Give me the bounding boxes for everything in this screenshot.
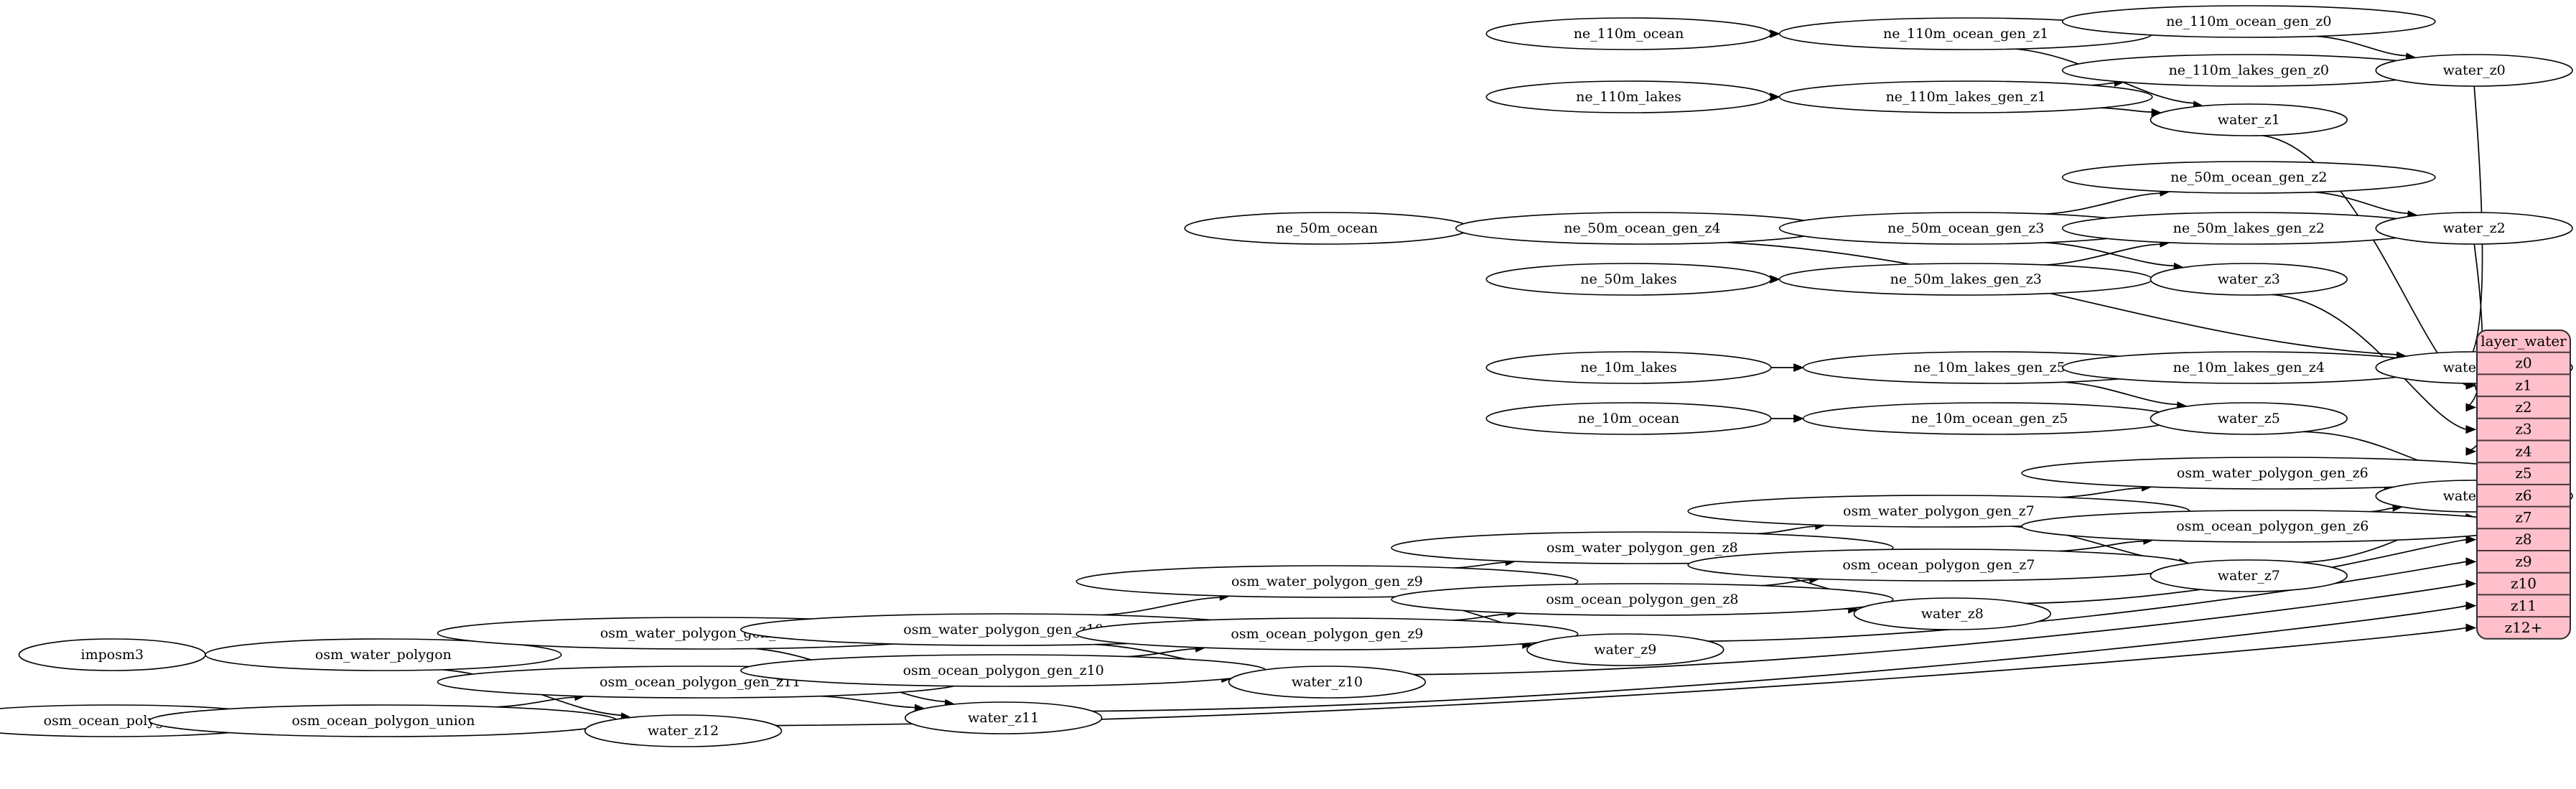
- table-row-z2[interactable]: z2: [2515, 398, 2531, 416]
- node-water_z7[interactable]: [2150, 559, 2348, 592]
- node-water_z5[interactable]: [2150, 402, 2348, 435]
- table-row-z7[interactable]: z7: [2515, 508, 2531, 526]
- edge-arrowhead: [2465, 425, 2477, 434]
- node-imposm3[interactable]: [18, 638, 206, 671]
- table-row-z6[interactable]: z6: [2515, 487, 2531, 504]
- node-osm_ocean_polygon_gen_z10[interactable]: [740, 654, 1267, 687]
- table-row-z10[interactable]: z10: [2511, 575, 2537, 592]
- graph-edge: [2369, 507, 2394, 513]
- table-row-z8[interactable]: z8: [2515, 531, 2531, 548]
- node-water_z11[interactable]: [905, 701, 1103, 734]
- node-osm_water_polygon[interactable]: [205, 638, 562, 671]
- node-ne_50m_ocean_gen_z2[interactable]: [2061, 161, 2436, 194]
- node-ne_10m_lakes[interactable]: [1485, 351, 1772, 384]
- graph-edge-to-table: [1707, 561, 2467, 642]
- graph-edge: [2058, 540, 2144, 552]
- node-water_z0[interactable]: [2375, 54, 2573, 87]
- node-osm_ocean_polygon_union[interactable]: [149, 704, 618, 737]
- graph-edge: [2100, 107, 2152, 113]
- graph-edge: [496, 696, 575, 708]
- graph-edge: [1761, 579, 1811, 587]
- edge-arrowhead: [2465, 579, 2477, 588]
- edge-arrowhead: [2465, 535, 2477, 544]
- edge-arrowhead: [2465, 557, 2477, 566]
- node-water_z12[interactable]: [584, 714, 783, 747]
- graph-edge: [1454, 561, 1506, 569]
- graph-edge: [2063, 381, 2178, 406]
- graph-edge: [2316, 35, 2407, 57]
- node-ne_50m_ocean_gen_z4[interactable]: [1455, 212, 1829, 245]
- graph-edge: [2060, 487, 2142, 498]
- node-water_z1[interactable]: [2150, 103, 2348, 136]
- graph-edge-to-table: [1092, 604, 2467, 712]
- node-osm_ocean_polygon_gen_z9[interactable]: [1075, 617, 1579, 650]
- node-water_z8[interactable]: [1853, 597, 2051, 630]
- node-osm_ocean_polygon_gen_z6[interactable]: [2021, 510, 2524, 543]
- edge-arrowhead: [1793, 414, 1804, 423]
- node-water_z9[interactable]: [1526, 633, 1725, 666]
- table-row-z9[interactable]: z9: [2515, 553, 2531, 570]
- edge-arrowhead: [2465, 403, 2477, 412]
- graph-edge: [1726, 241, 2397, 355]
- edge-arrowhead: [2465, 623, 2477, 632]
- graph-edge-to-table: [2465, 243, 2483, 408]
- node-ne_50m_lakes_gen_z3[interactable]: [1778, 263, 2153, 296]
- graph-edge: [2045, 192, 2160, 215]
- table-row-z4[interactable]: z4: [2515, 442, 2531, 459]
- node-ne_10m_ocean_gen_z5[interactable]: [1802, 402, 2177, 435]
- table-row-z12plus[interactable]: z12+: [2505, 619, 2543, 636]
- node-water_z3[interactable]: [2150, 263, 2348, 296]
- node-water_z10[interactable]: [1228, 666, 1427, 699]
- node-osm_ocean_polygon_gen_z8[interactable]: [1391, 583, 1894, 616]
- graph-edge: [1101, 597, 1221, 616]
- graph-edge: [1452, 613, 1508, 621]
- node-ne_50m_ocean[interactable]: [1184, 212, 1470, 245]
- layer-water-table-title: layer_water: [2481, 332, 2567, 350]
- graph-edge-to-table: [1414, 583, 2467, 676]
- node-osm_ocean_polygon_gen_z7[interactable]: [1687, 548, 2190, 582]
- node-ne_110m_lakes_gen_z1[interactable]: [1778, 80, 2153, 113]
- node-water_z2[interactable]: [2375, 212, 2573, 245]
- table-row-z3[interactable]: z3: [2515, 421, 2531, 438]
- edge-arrowhead: [2465, 447, 2477, 456]
- table-row-z1[interactable]: z1: [2515, 376, 2531, 393]
- graph-edge-to-table: [775, 627, 2467, 727]
- graph-edge: [1126, 648, 1196, 658]
- graph-edge: [2314, 191, 2408, 215]
- node-ne_110m_ocean_gen_z0[interactable]: [2061, 5, 2436, 38]
- node-ne_50m_lakes[interactable]: [1485, 263, 1772, 296]
- edge-arrowhead: [1793, 363, 1804, 372]
- node-ne_10m_ocean[interactable]: [1485, 402, 1772, 435]
- graph-edge: [1756, 526, 1816, 535]
- table-edges-layer: [775, 85, 2511, 727]
- graph-edge: [2045, 242, 2175, 267]
- graph-edge: [2045, 243, 2160, 266]
- node-ne_110m_lakes[interactable]: [1485, 80, 1772, 113]
- edge-arrowhead: [2465, 601, 2477, 610]
- graph-edge: [2091, 82, 2115, 86]
- table-row-z5[interactable]: z5: [2515, 464, 2531, 482]
- table-row-z0[interactable]: z0: [2515, 355, 2531, 372]
- graph-edge: [818, 695, 915, 709]
- layer-water-table[interactable]: layer_water z0 z1 z2 z3 z4 z5 z6 z7 z8 z9 z10 z11 z12…: [2476, 330, 2571, 640]
- node-ne_110m_ocean[interactable]: [1485, 17, 1772, 50]
- table-row-z11[interactable]: z11: [2511, 597, 2537, 614]
